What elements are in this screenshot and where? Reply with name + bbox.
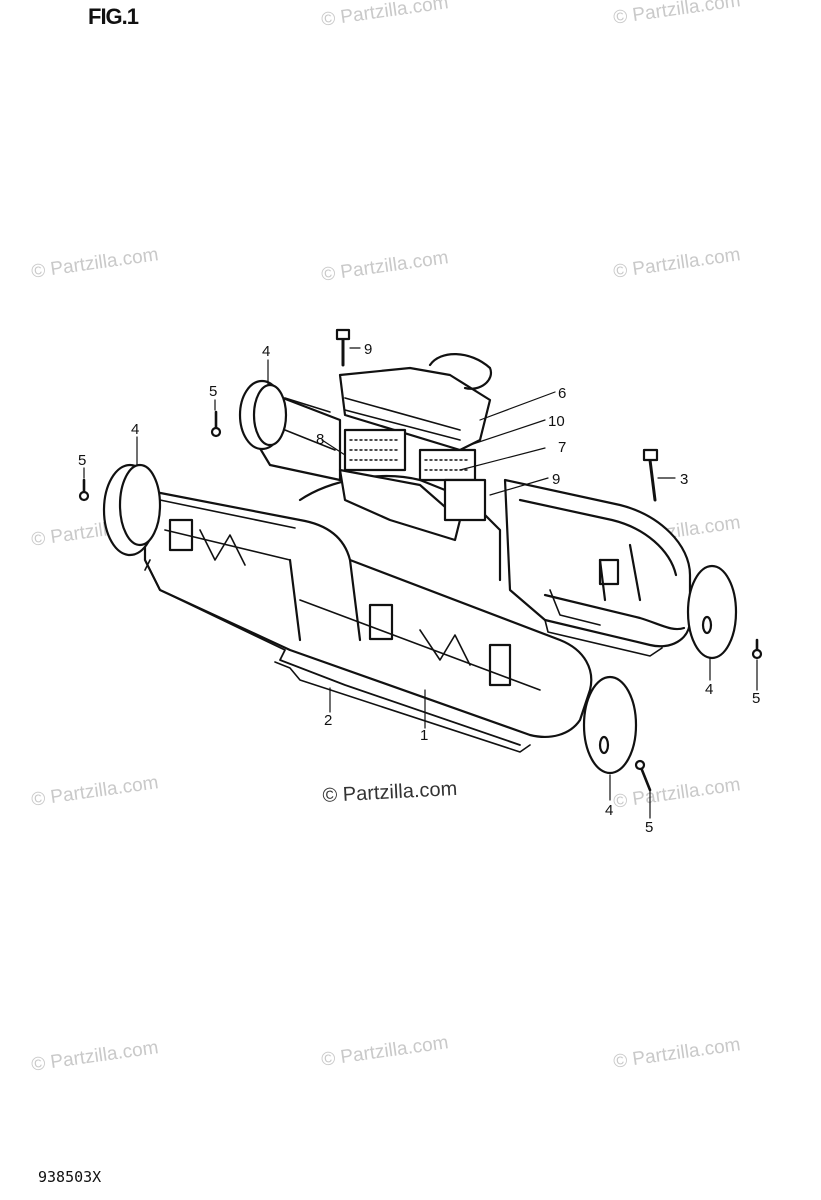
callout-9-a: 9 (364, 341, 372, 358)
callout-5-b: 5 (78, 452, 86, 469)
breather-element (343, 428, 477, 482)
breather-cover (338, 353, 493, 452)
callout-6: 6 (558, 385, 566, 402)
callout-1: 1 (420, 727, 428, 744)
callout-2: 2 (324, 712, 332, 729)
callout-4-d: 4 (605, 802, 613, 819)
callout-4-b: 4 (131, 421, 139, 438)
callout-4-c: 4 (705, 681, 713, 698)
callout-5-c: 5 (752, 690, 760, 707)
cap-screw (78, 410, 763, 792)
rear-cylinder-head-cover (503, 478, 692, 648)
callout-4-a: 4 (262, 343, 270, 360)
right-end-cap-front (582, 675, 638, 775)
figure-code: 938503X (38, 1168, 102, 1186)
head-cover-bolt (642, 448, 659, 502)
callout-5-a: 5 (209, 383, 217, 400)
callout-9-b: 9 (552, 471, 560, 488)
callout-5-d: 5 (645, 819, 653, 836)
cover-gasket (144, 559, 663, 753)
leader-lines (83, 347, 758, 819)
breather-case (338, 468, 487, 542)
callout-labels: 1 2 3 4 4 4 4 5 5 5 5 6 7 8 9 9 10 (78, 341, 760, 836)
callout-7: 7 (558, 439, 566, 456)
rear-left-cylinder-head-cover (238, 379, 342, 482)
figure-title: FIG.1 (88, 4, 139, 29)
callout-3: 3 (680, 471, 688, 488)
left-end-cap (102, 463, 162, 557)
callout-8: 8 (316, 431, 324, 448)
right-end-cap-rear (686, 564, 738, 660)
callout-10: 10 (548, 413, 565, 430)
breather-bolt (335, 328, 351, 367)
front-cylinder-head-cover (143, 474, 593, 738)
